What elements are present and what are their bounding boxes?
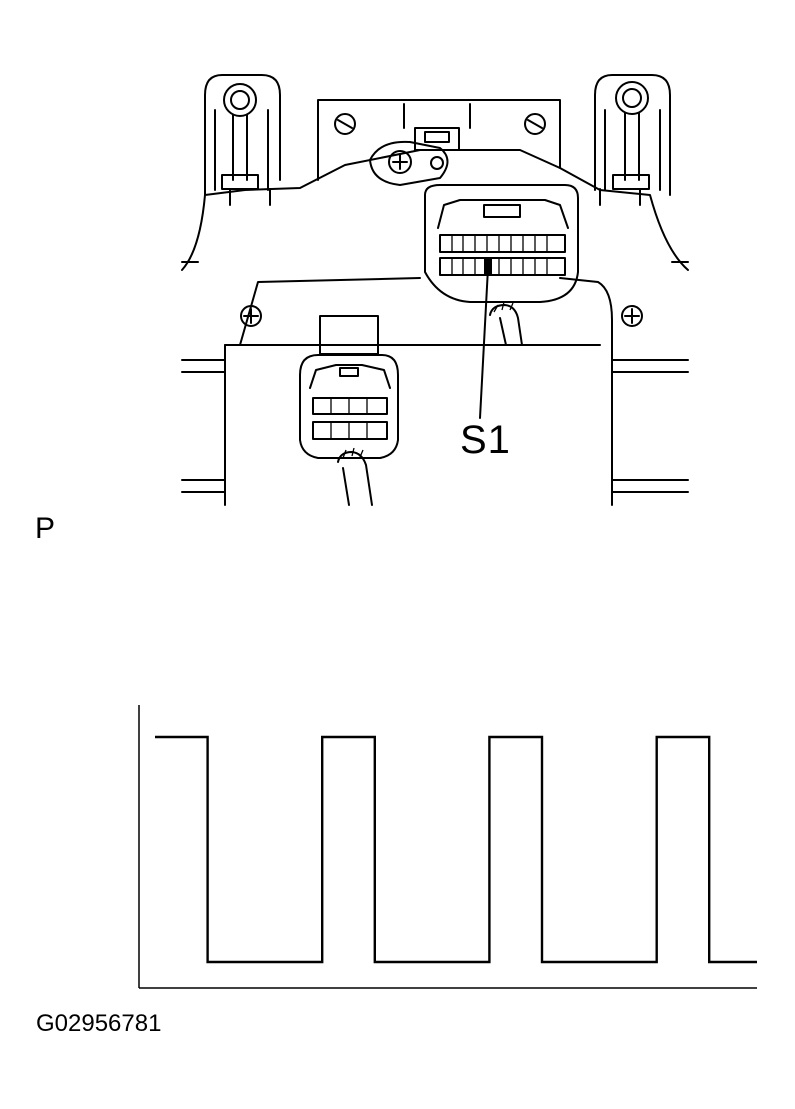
s1-leader-line — [479, 267, 489, 419]
waveform-series-line — [155, 735, 757, 964]
figure-code: G02956781 — [36, 1010, 162, 1037]
waveform-chart — [138, 705, 757, 989]
connector-terminal-grid — [451, 235, 548, 275]
secondary-connector — [299, 315, 399, 506]
main-connector — [424, 184, 579, 419]
terminal-s1-highlight — [484, 258, 492, 275]
s1-callout-label: S1 — [460, 418, 511, 462]
ecu-housing — [181, 74, 689, 271]
ecu-body-plate — [181, 277, 689, 506]
terminal-label: P — [35, 512, 56, 545]
